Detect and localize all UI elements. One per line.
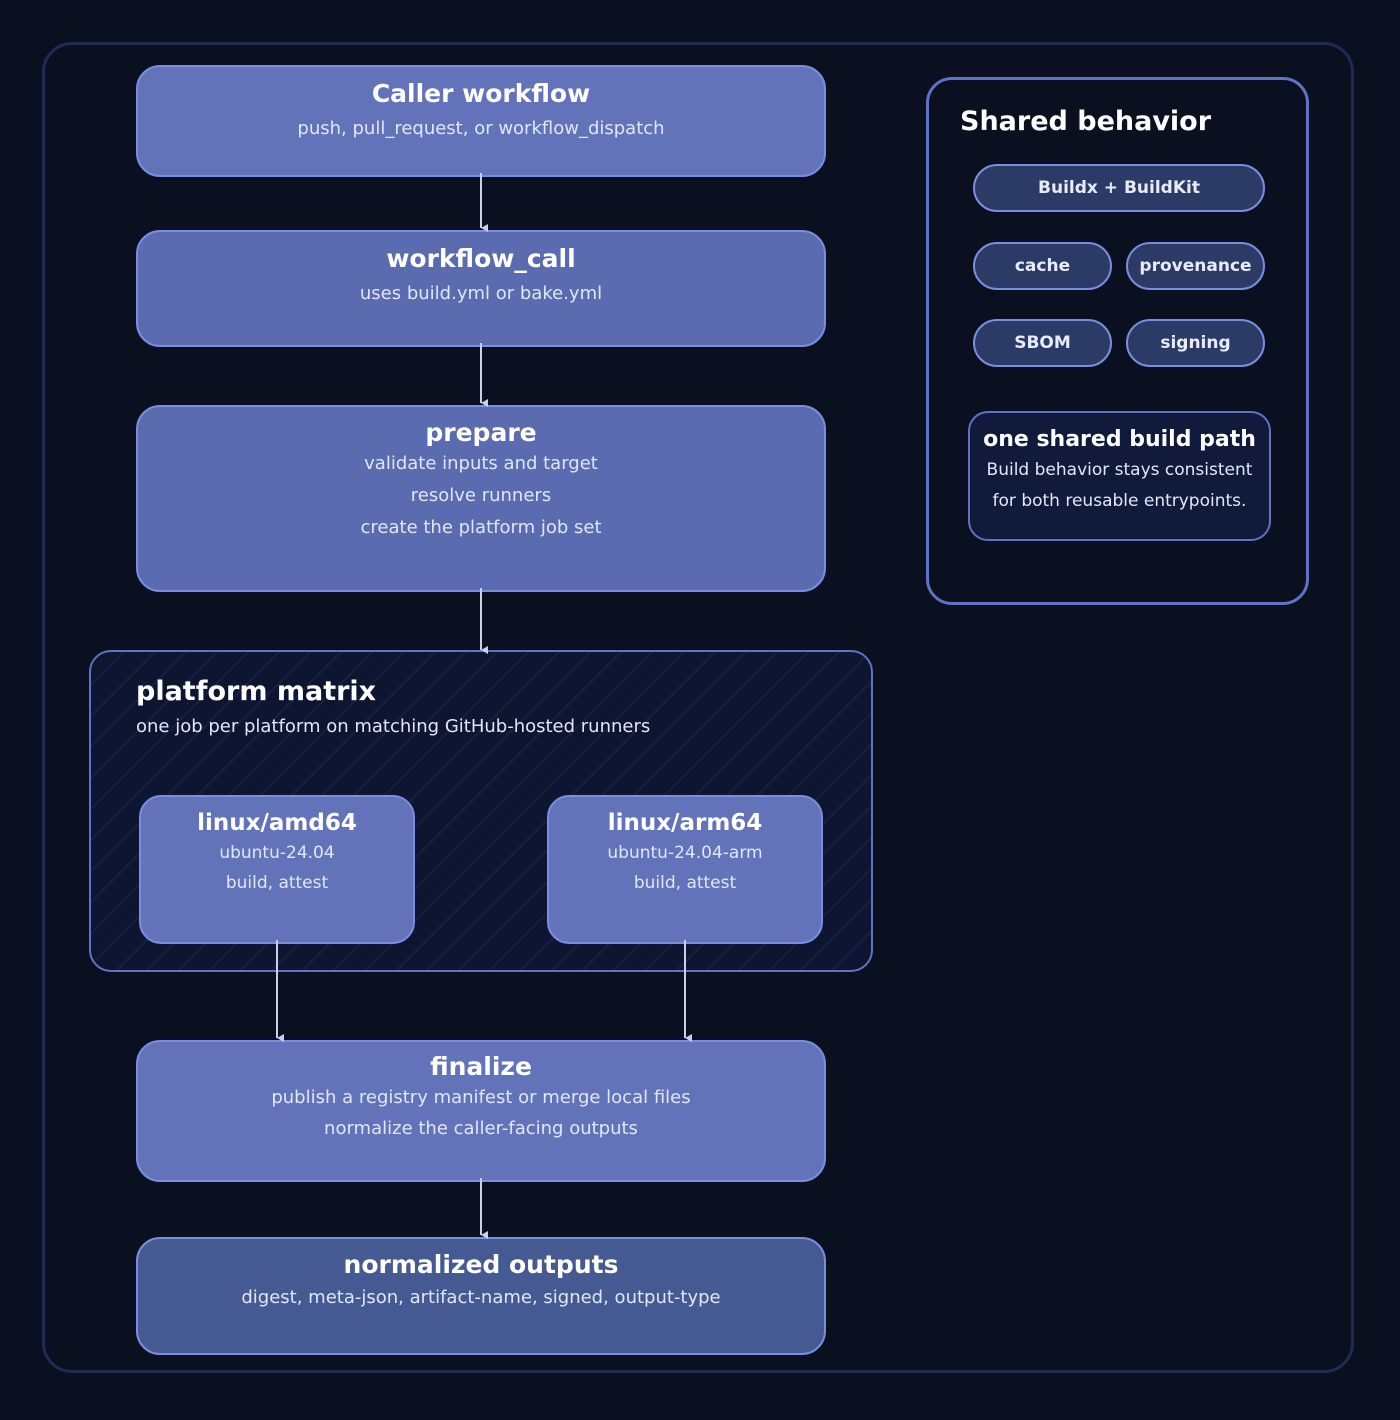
caller-workflow-title: Caller workflow [371, 79, 591, 108]
shared-behavior-panel: Shared behavior Buildx + BuildKit cache … [926, 77, 1309, 605]
note-line: Build behavior stays consistent [986, 460, 1253, 480]
buildx-pill: Buildx + BuildKit [973, 164, 1265, 212]
caller-workflow-node: Caller workflow push, pull_request, or w… [136, 65, 826, 177]
note-line: for both reusable entrypoints. [992, 491, 1247, 511]
cache-pill: cache [973, 242, 1112, 290]
sbom-pill: SBOM [973, 319, 1112, 367]
platform-steps: build, attest [633, 873, 737, 893]
finalize-line: publish a registry manifest or merge loc… [271, 1087, 691, 1108]
prepare-title: prepare [425, 418, 537, 447]
shared-build-path-note: one shared build path Build behavior sta… [968, 411, 1271, 541]
note-title: one shared build path [983, 427, 1256, 452]
finalize-line: normalize the caller-facing outputs [324, 1118, 638, 1139]
platform-title: linux/arm64 [607, 810, 763, 836]
platform-steps: build, attest [225, 873, 329, 893]
platform-amd64-node: linux/amd64 ubuntu-24.04 build, attest [139, 795, 415, 944]
prepare-node: prepare validate inputs and target resol… [136, 405, 826, 592]
finalize-node: finalize publish a registry manifest or … [136, 1040, 826, 1182]
normalized-outputs-node: normalized outputs digest, meta-json, ar… [136, 1237, 826, 1355]
workflow-call-node: workflow_call uses build.yml or bake.yml [136, 230, 826, 347]
platform-matrix-subtitle: one job per platform on matching GitHub-… [136, 716, 651, 737]
prepare-line: create the platform job set [360, 517, 602, 538]
workflow-call-subtitle: uses build.yml or bake.yml [359, 283, 603, 304]
workflow-call-title: workflow_call [386, 244, 576, 273]
finalize-title: finalize [430, 1052, 532, 1081]
prepare-line: resolve runners [410, 485, 552, 506]
platform-arm64-node: linux/arm64 ubuntu-24.04-arm build, atte… [547, 795, 823, 944]
outer-frame [42, 42, 1354, 1373]
platform-runner: ubuntu-24.04-arm [607, 843, 763, 863]
shared-behavior-title: Shared behavior [960, 106, 1212, 137]
caller-workflow-subtitle: push, pull_request, or workflow_dispatch [297, 118, 665, 139]
prepare-line: validate inputs and target [364, 453, 598, 474]
normalized-outputs-title: normalized outputs [343, 1250, 619, 1279]
platform-title: linux/amd64 [197, 810, 357, 836]
signing-pill: signing [1126, 319, 1265, 367]
normalized-outputs-subtitle: digest, meta-json, artifact-name, signed… [241, 1287, 721, 1308]
provenance-pill: provenance [1126, 242, 1265, 290]
platform-runner: ubuntu-24.04 [219, 843, 335, 863]
platform-matrix-title: platform matrix [136, 676, 377, 707]
